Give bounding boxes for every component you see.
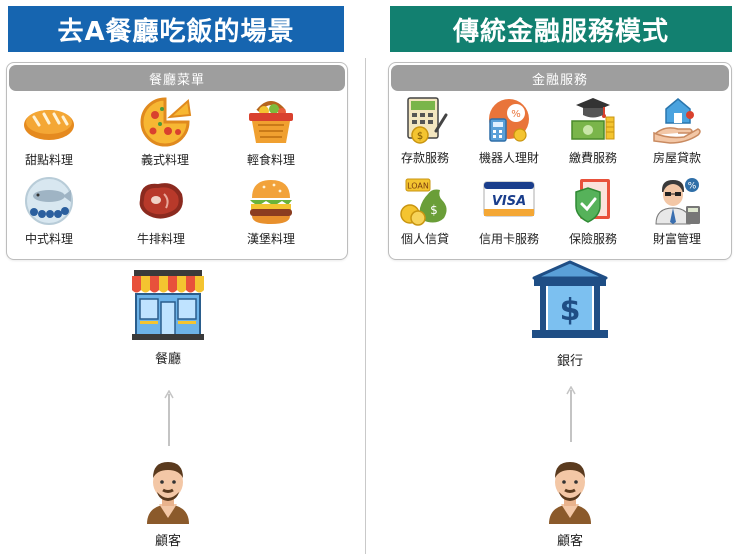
menu-item-light-meal: 輕食料理 bbox=[231, 97, 311, 177]
burger-icon bbox=[250, 180, 292, 224]
service-label: 保險服務 bbox=[568, 232, 617, 246]
restaurant-icon bbox=[132, 270, 204, 340]
fish-plate-icon bbox=[25, 177, 73, 225]
menu-item-label: 漢堡料理 bbox=[246, 232, 295, 246]
right-customer-node: 顧客 bbox=[536, 458, 604, 549]
bank-node: $ 銀行 bbox=[518, 260, 622, 369]
service-deposit: $ 存款服務 bbox=[385, 95, 465, 175]
restaurant-label: 餐廳 bbox=[154, 352, 181, 367]
center-divider bbox=[365, 58, 366, 554]
service-credit-card: VISA 信用卡服務 bbox=[469, 176, 549, 256]
customer-avatar-icon bbox=[549, 462, 591, 524]
bank-label: 銀行 bbox=[556, 354, 583, 369]
credit-card-icon: VISA bbox=[483, 181, 535, 217]
menu-item-label: 輕食料理 bbox=[246, 153, 295, 167]
svg-text:$: $ bbox=[430, 203, 438, 217]
menu-item-chinese: 中式料理 bbox=[9, 176, 89, 256]
service-label: 存款服務 bbox=[400, 151, 449, 165]
bread-icon bbox=[24, 110, 74, 140]
svg-text:%: % bbox=[688, 182, 697, 192]
left-customer-node: 顧客 bbox=[134, 458, 202, 549]
customer-label: 顧客 bbox=[556, 534, 583, 549]
financial-services-panel: 金融服務 $ 存款服務 % 機器人理財 bbox=[388, 62, 732, 260]
service-label: 機器人理財 bbox=[478, 151, 539, 165]
service-label: 個人信貸 bbox=[400, 232, 449, 246]
financial-services-header: 金融服務 bbox=[391, 65, 729, 91]
loan-bag-icon: LOAN $ bbox=[400, 178, 447, 226]
customer-avatar-icon bbox=[147, 462, 189, 524]
service-mortgage: 房屋貸款 bbox=[637, 95, 717, 175]
payment-icon bbox=[571, 98, 615, 140]
svg-text:%: % bbox=[511, 109, 521, 120]
menu-item-steak: 牛排料理 bbox=[121, 176, 201, 256]
basket-icon bbox=[249, 101, 293, 143]
menu-item-label: 義式料理 bbox=[140, 153, 189, 167]
restaurant-menu-panel: 餐廳菜單 甜點料理 義式料理 bbox=[6, 62, 348, 260]
loan-badge: LOAN bbox=[407, 182, 429, 191]
pizza-icon bbox=[140, 97, 192, 147]
visa-badge: VISA bbox=[492, 194, 526, 209]
mortgage-icon bbox=[653, 98, 701, 144]
restaurant-scenario-title: 去A餐廳吃飯的場景 bbox=[8, 6, 344, 52]
customer-to-restaurant-arrow bbox=[164, 390, 174, 446]
traditional-finance-title: 傳統金融服務模式 bbox=[390, 6, 732, 52]
menu-item-burger: 漢堡料理 bbox=[231, 176, 311, 256]
service-label: 財富管理 bbox=[652, 232, 701, 246]
svg-text:$: $ bbox=[417, 131, 423, 142]
bank-icon: $ bbox=[532, 260, 608, 338]
service-label: 信用卡服務 bbox=[478, 232, 539, 246]
service-personal-loan: LOAN $ 個人信貸 bbox=[385, 176, 465, 256]
customer-to-bank-arrow bbox=[566, 386, 576, 442]
restaurant-node: 餐廳 bbox=[116, 266, 220, 367]
menu-item-label: 中式料理 bbox=[24, 232, 73, 246]
menu-item-dessert: 甜點料理 bbox=[9, 97, 89, 177]
insurance-icon bbox=[575, 179, 610, 223]
deposit-icon: $ bbox=[407, 97, 448, 144]
service-insurance: 保險服務 bbox=[553, 176, 633, 256]
steak-icon bbox=[139, 183, 183, 219]
wealth-manager-icon: % bbox=[655, 178, 700, 225]
service-label: 繳費服務 bbox=[568, 151, 617, 165]
service-robo-advisor: % 機器人理財 bbox=[469, 95, 549, 175]
restaurant-menu-header: 餐廳菜單 bbox=[9, 65, 345, 91]
menu-item-label: 牛排料理 bbox=[136, 232, 185, 246]
service-payment: 繳費服務 bbox=[553, 95, 633, 175]
customer-label: 顧客 bbox=[154, 534, 181, 549]
menu-item-label: 甜點料理 bbox=[24, 153, 73, 167]
service-label: 房屋貸款 bbox=[652, 151, 701, 165]
service-wealth-management: % 財富管理 bbox=[637, 176, 717, 256]
menu-item-italian: 義式料理 bbox=[125, 97, 205, 177]
svg-text:$: $ bbox=[560, 293, 581, 328]
robo-advisor-icon: % bbox=[489, 99, 529, 142]
